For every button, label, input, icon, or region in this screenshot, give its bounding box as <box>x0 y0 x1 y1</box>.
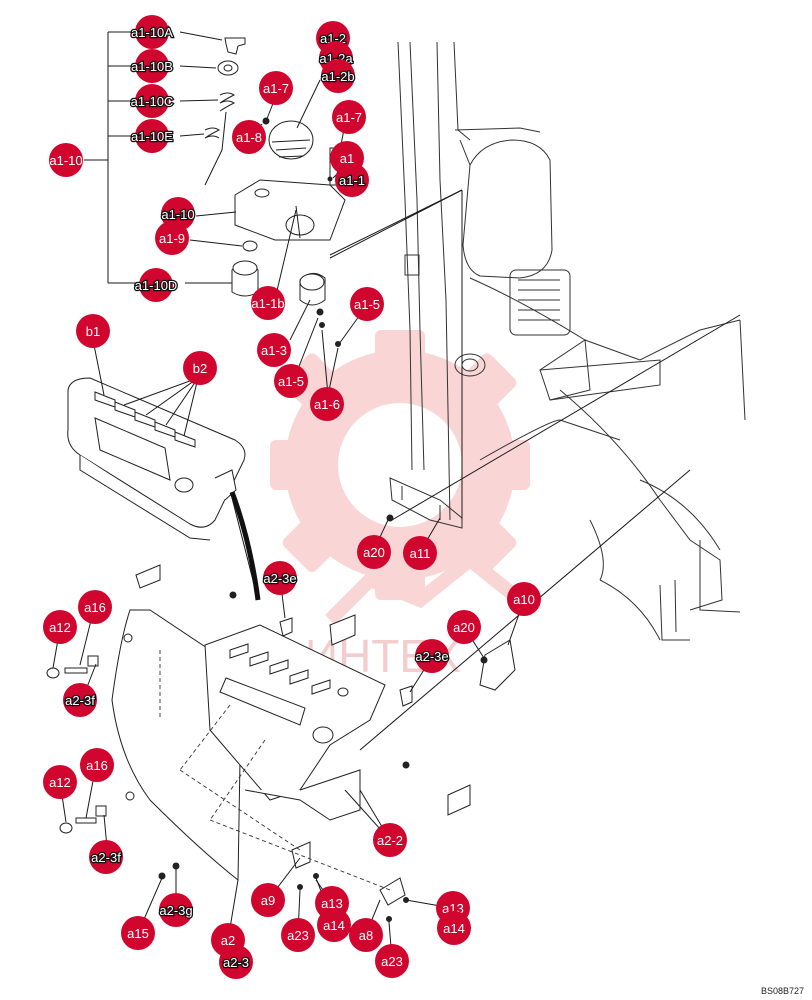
watermark: ИНТЕХ <box>270 330 530 682</box>
callout-a20-upper: a20 <box>357 535 391 569</box>
callout-a12-lower: a12 <box>43 765 77 799</box>
callout-a1-8: a1-8 <box>232 120 266 154</box>
svg-text:a8: a8 <box>359 928 373 943</box>
svg-text:a14: a14 <box>443 921 465 936</box>
reference-code: BS08B727 <box>760 986 804 996</box>
callout-a1-9: a1-9 <box>155 221 189 255</box>
svg-text:a1-9: a1-9 <box>159 231 185 246</box>
callout-a2-3f-lower: a2-3f <box>89 840 123 874</box>
callout-a2-2: a2-2 <box>373 823 407 857</box>
callout-a1-6: a1-6 <box>310 387 344 421</box>
svg-text:a1-10B: a1-10B <box>131 59 173 74</box>
svg-text:a1-1b: a1-1b <box>251 296 284 311</box>
callout-a1-5-left: a1-5 <box>274 364 308 398</box>
svg-text:b2: b2 <box>193 361 207 376</box>
svg-text:a2-3f: a2-3f <box>91 850 121 865</box>
callout-a1-1b: a1-1b <box>251 286 285 320</box>
svg-text:a12: a12 <box>49 775 71 790</box>
callouts: a1-10 a1-10A a1-10B a1-10C a1-10E a1-10 … <box>43 15 541 979</box>
svg-text:a1-10C: a1-10C <box>131 94 174 109</box>
svg-text:a10: a10 <box>513 592 535 607</box>
svg-text:a1-1: a1-1 <box>339 173 365 188</box>
svg-text:a16: a16 <box>86 758 108 773</box>
svg-text:a23: a23 <box>287 928 309 943</box>
callout-a15: a15 <box>121 916 155 950</box>
callout-a1-7-top: a1-7 <box>259 71 293 105</box>
svg-text:a11: a11 <box>410 546 431 561</box>
svg-text:a15: a15 <box>127 926 149 941</box>
leader-lines-b <box>93 344 199 437</box>
callout-a1-5-right: a1-5 <box>350 287 384 321</box>
svg-text:a1-8: a1-8 <box>236 130 262 145</box>
svg-text:a1: a1 <box>340 151 354 166</box>
callout-a8: a8 <box>349 918 383 952</box>
callout-a1-7-right: a1-7 <box>332 100 366 134</box>
callout-a1-1: a1-1 <box>335 163 369 197</box>
svg-text:a1-7: a1-7 <box>336 110 362 125</box>
callout-a14-left: a14 <box>317 908 351 942</box>
callout-a2-3e-mid: a2-3e <box>414 639 450 673</box>
svg-text:a1-10A: a1-10A <box>131 25 173 40</box>
callout-a2-3g: a2-3g <box>158 893 194 927</box>
svg-text:a13: a13 <box>321 896 343 911</box>
svg-text:a2-2: a2-2 <box>377 833 403 848</box>
key-part <box>224 37 246 55</box>
svg-text:a14: a14 <box>323 918 345 933</box>
svg-text:a1-2b: a1-2b <box>321 69 354 84</box>
svg-text:a12: a12 <box>49 620 71 635</box>
svg-text:a1-6: a1-6 <box>314 397 340 412</box>
svg-text:a20: a20 <box>363 545 385 560</box>
svg-text:b1: b1 <box>86 324 100 339</box>
svg-text:a1-10E: a1-10E <box>131 129 173 144</box>
callout-a1-3: a1-3 <box>257 333 291 367</box>
dashed-lines <box>159 650 391 891</box>
callout-a12-upper: a12 <box>43 610 77 644</box>
callout-a23-left: a23 <box>281 918 315 952</box>
svg-text:a1-10: a1-10 <box>49 153 82 168</box>
svg-text:a2-3e: a2-3e <box>415 649 448 664</box>
callout-a2-3f-upper: a2-3f <box>63 683 97 717</box>
cab-structure <box>389 41 746 641</box>
callout-a14-right: a14 <box>437 911 471 945</box>
callout-a16-lower: a16 <box>80 748 114 782</box>
svg-text:a23: a23 <box>381 954 403 969</box>
cable <box>229 491 261 601</box>
callout-a2-3e-top: a2-3e <box>262 561 298 595</box>
callout-a9: a9 <box>251 883 285 917</box>
svg-text:a9: a9 <box>261 893 275 908</box>
callout-a23-right: a23 <box>375 944 409 978</box>
svg-text:a1-7: a1-7 <box>263 81 289 96</box>
callout-a1-10e: a1-10E <box>130 119 175 153</box>
callout-a10: a10 <box>507 582 541 616</box>
upper-parts <box>204 37 346 347</box>
svg-text:a2-3e: a2-3e <box>263 571 296 586</box>
console-upper <box>67 377 246 541</box>
svg-text:a2: a2 <box>221 933 235 948</box>
svg-text:a20: a20 <box>453 620 475 635</box>
callout-a1-10: a1-10 <box>49 143 83 177</box>
callout-a2-3: a2-3 <box>219 945 253 979</box>
callout-a20-lower: a20 <box>447 610 481 644</box>
callout-a16-upper: a16 <box>78 590 112 624</box>
callout-a1-10a: a1-10A <box>130 15 175 49</box>
svg-text:a16: a16 <box>84 600 106 615</box>
svg-text:a2-3: a2-3 <box>223 955 249 970</box>
svg-text:a1-10D: a1-10D <box>135 278 178 293</box>
svg-text:a1-5: a1-5 <box>278 374 304 389</box>
svg-text:a1-5: a1-5 <box>354 297 380 312</box>
svg-text:a2-3g: a2-3g <box>159 903 192 918</box>
callout-a11: a11 <box>403 536 437 570</box>
callout-a1-10d: a1-10D <box>133 268 179 302</box>
svg-text:a2-3f: a2-3f <box>65 693 95 708</box>
callout-a1-10b: a1-10B <box>130 49 174 83</box>
callout-b1: b1 <box>76 314 110 348</box>
svg-text:a1-3: a1-3 <box>261 343 287 358</box>
callout-a1-2b: a1-2b <box>320 59 356 93</box>
callout-a1-10c: a1-10C <box>129 84 175 118</box>
svg-text:a1-10: a1-10 <box>161 207 194 222</box>
callout-b2: b2 <box>183 351 217 385</box>
